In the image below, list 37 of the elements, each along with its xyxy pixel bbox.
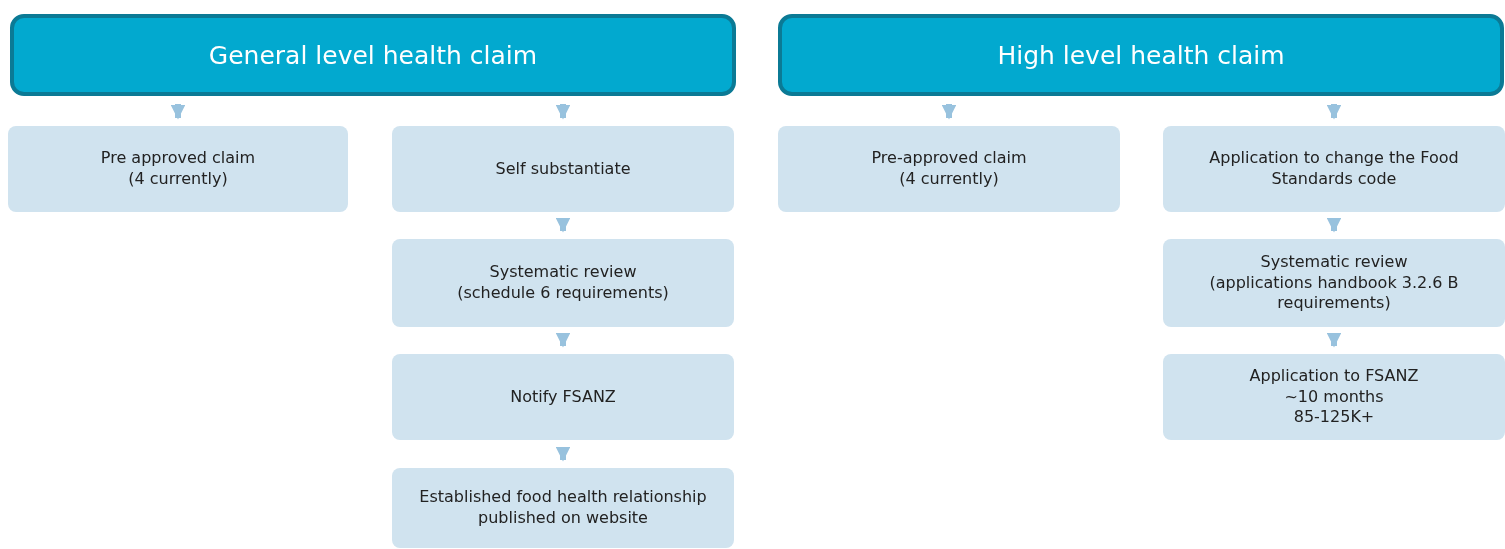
step-text: Systematic review xyxy=(1260,251,1408,273)
step-text: Application to change the Food Standards code xyxy=(1208,148,1460,190)
step-text: 85-125K+ xyxy=(1293,407,1375,429)
step-text: (applications handbook 3.2.6 B requirements) xyxy=(1208,272,1460,315)
step-text: (schedule 6 requirements) xyxy=(457,283,669,304)
step-text: (4 currently) xyxy=(128,169,228,190)
step-box xyxy=(1163,354,1505,440)
step-text: Pre-approved claim xyxy=(871,148,1027,169)
header-text: General level health claim xyxy=(208,40,538,70)
step-text: Application to FSANZ xyxy=(1249,365,1419,387)
step-box xyxy=(1163,239,1505,327)
arrow xyxy=(941,104,957,120)
step-box xyxy=(778,126,1120,212)
header-box xyxy=(778,14,1504,96)
arrow xyxy=(555,104,571,120)
step-text: Notify FSANZ xyxy=(510,386,616,408)
arrow xyxy=(555,333,571,348)
step-box xyxy=(392,239,734,327)
header-box xyxy=(10,14,736,96)
step-text: (4 currently) xyxy=(899,169,999,190)
step-text: ~10 months xyxy=(1284,386,1384,408)
step-text: Pre approved claim xyxy=(100,148,256,169)
arrow xyxy=(170,104,186,120)
arrow xyxy=(1326,104,1342,120)
header-text: High level health claim xyxy=(997,40,1285,70)
step-box xyxy=(392,468,734,548)
step-box xyxy=(8,126,348,212)
arrow xyxy=(555,218,571,233)
arrow xyxy=(555,447,571,462)
step-box xyxy=(392,126,734,212)
arrow xyxy=(1326,333,1342,348)
step-box xyxy=(392,354,734,440)
step-text: Self substantiate xyxy=(495,158,631,180)
step-box xyxy=(1163,126,1505,212)
step-text: Systematic review xyxy=(489,262,637,283)
step-text: Established food health relationship published on website xyxy=(418,487,708,529)
arrow xyxy=(1326,218,1342,233)
